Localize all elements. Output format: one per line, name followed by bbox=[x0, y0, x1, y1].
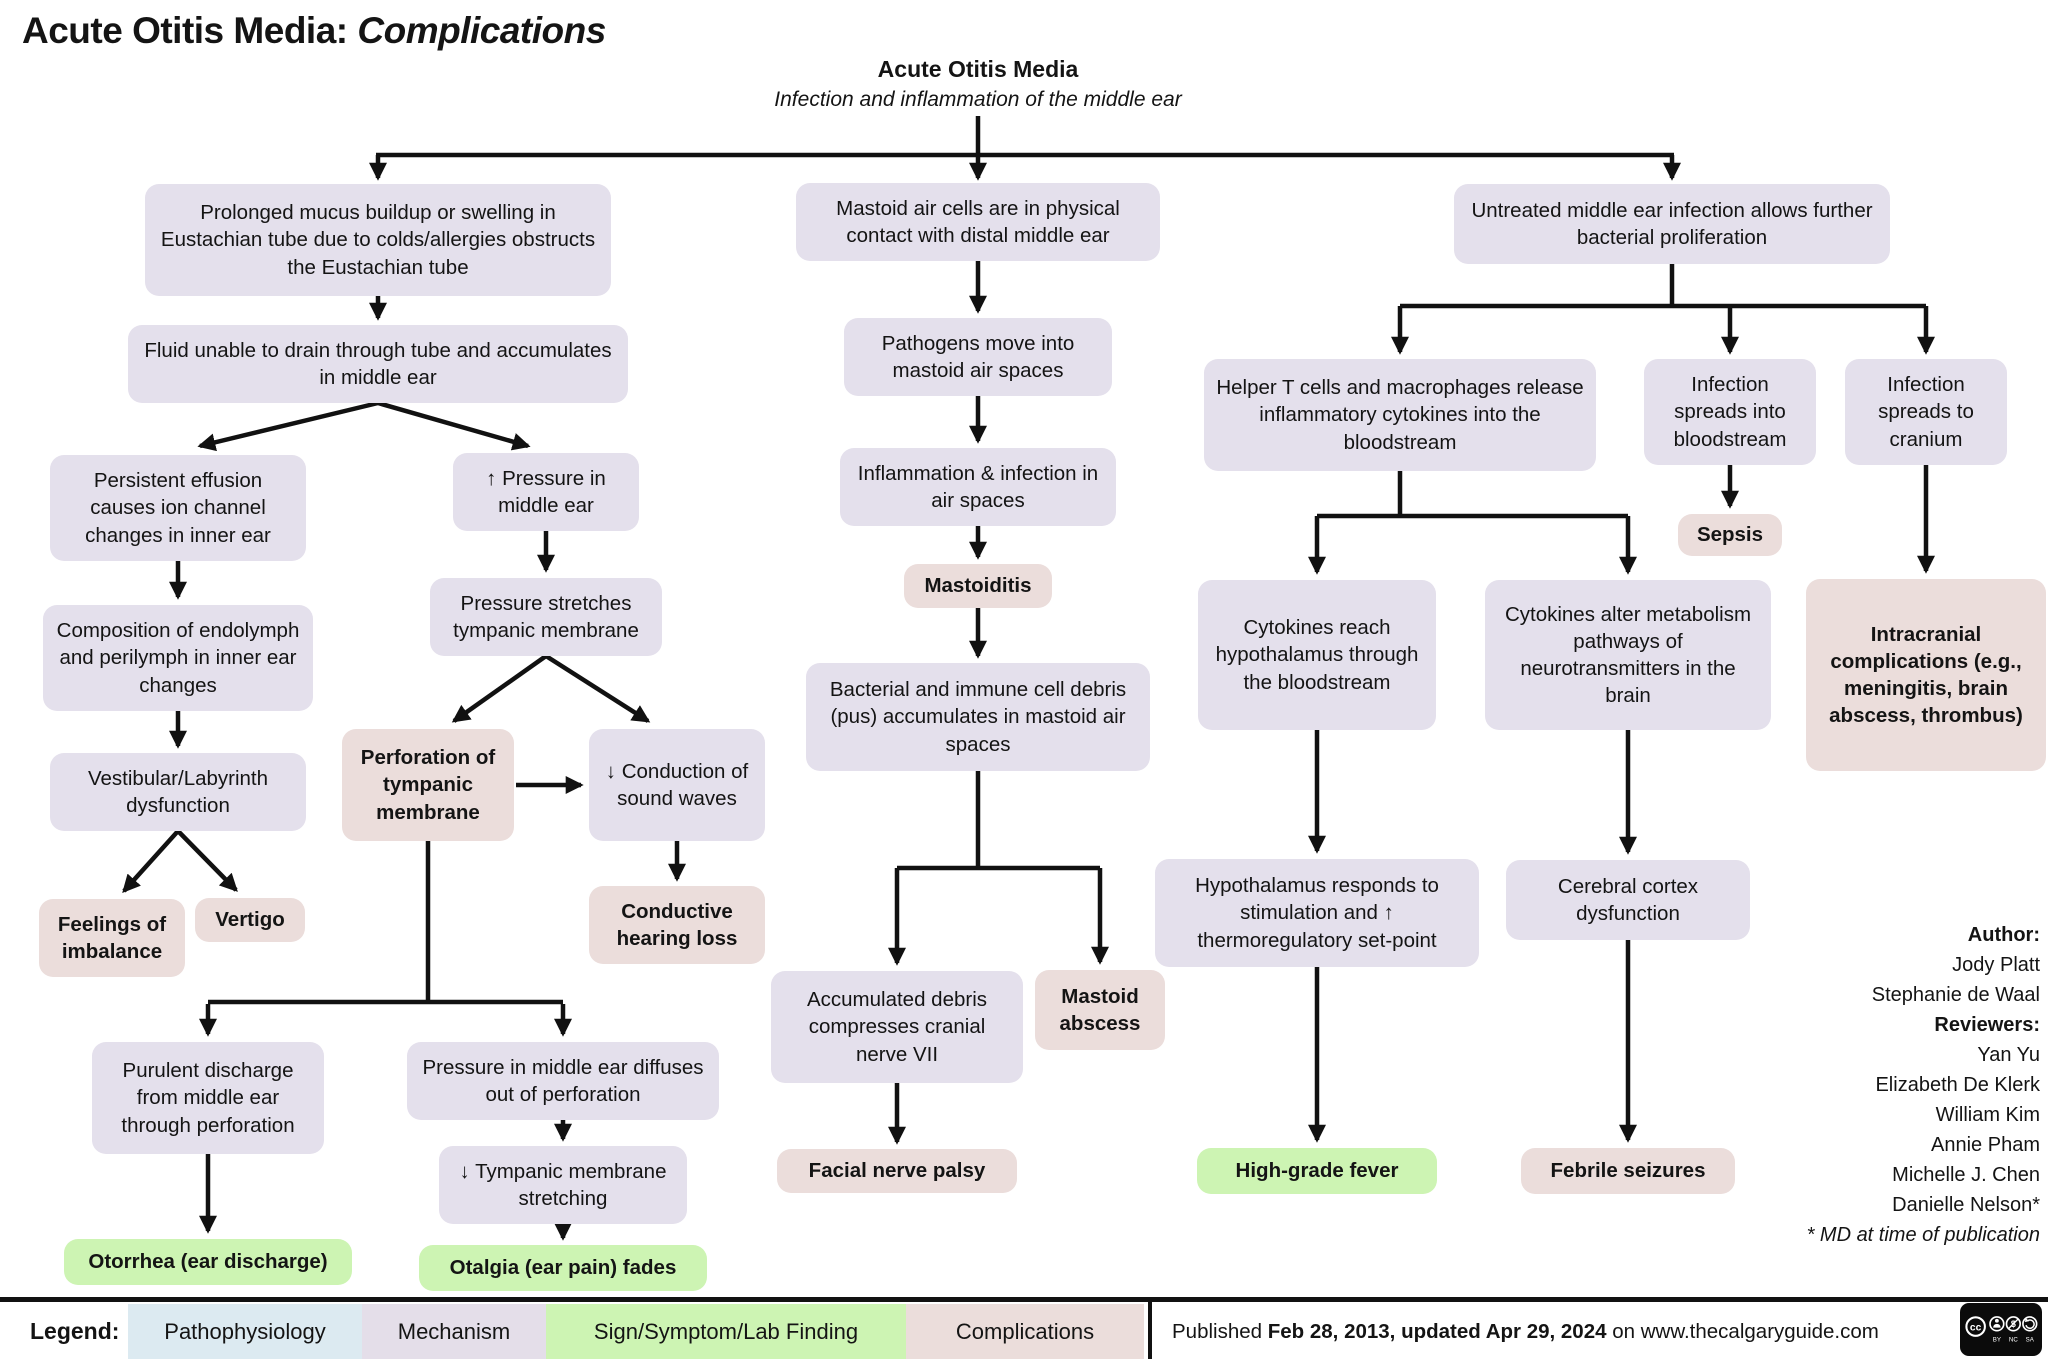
legend-item-mechanism: Mechanism bbox=[362, 1304, 546, 1359]
published-dates: Feb 28, 2013, updated Apr 29, 2024 bbox=[1267, 1320, 1607, 1343]
node-otorrhea: Otorrhea (ear discharge) bbox=[64, 1239, 352, 1285]
credits-reviewers-label: Reviewers: bbox=[1934, 1014, 2040, 1036]
cc-by-nc-sa-icon: cc $ BY NC SA bbox=[1965, 1315, 2038, 1343]
credit-line: Jody Platt bbox=[1952, 954, 2040, 976]
root-node-title: Acute Otitis Media bbox=[877, 56, 1079, 82]
published-prefix: Published bbox=[1172, 1320, 1268, 1343]
node-pus-accumulates: Bacterial and immune cell debris (pus) a… bbox=[806, 663, 1150, 771]
credit-line: William Kim bbox=[1935, 1104, 2040, 1126]
credit-line: Yan Yu bbox=[1977, 1044, 2040, 1066]
node-infection-spreads-bloodstream: Infection spreads into bloodstream bbox=[1644, 359, 1816, 465]
connector-group bbox=[122, 116, 1935, 1241]
node-persistent-effusion: Persistent effusion causes ion channel c… bbox=[50, 455, 306, 561]
node-inflammation-air-spaces: Inflammation & infection in air spaces bbox=[840, 448, 1116, 526]
svg-text:cc: cc bbox=[1970, 1322, 1982, 1333]
node-hypothalamus-responds: Hypothalamus responds to stimulation and… bbox=[1155, 859, 1479, 967]
page-title-emphasis: Complications bbox=[357, 10, 606, 51]
page-title-main: Acute Otitis Media: bbox=[22, 10, 348, 51]
node-febrile-seizures: Febrile seizures bbox=[1521, 1148, 1735, 1194]
node-sepsis: Sepsis bbox=[1678, 514, 1782, 556]
svg-text:NC: NC bbox=[2009, 1336, 2018, 1343]
node-mastoid-abscess: Mastoid abscess bbox=[1035, 970, 1165, 1050]
node-cytokines-reach-hypothalamus: Cytokines reach hypothalamus through the… bbox=[1198, 580, 1436, 730]
published-site: on www.thecalgaryguide.com bbox=[1606, 1320, 1879, 1343]
node-increased-pressure-middle-ear: ↑ Pressure in middle ear bbox=[453, 453, 639, 531]
node-decreased-membrane-stretching: ↓ Tympanic membrane stretching bbox=[439, 1146, 687, 1224]
node-untreated-infection: Untreated middle ear infection allows fu… bbox=[1454, 184, 1890, 264]
node-pressure-diffuses-out: Pressure in middle ear diffuses out of p… bbox=[407, 1042, 719, 1120]
legend-item-complications: Complications bbox=[906, 1304, 1144, 1359]
node-cytokines-alter-metabolism: Cytokines alter metabolism pathways of n… bbox=[1485, 580, 1771, 730]
node-high-grade-fever: High-grade fever bbox=[1197, 1148, 1437, 1194]
credit-line: Danielle Nelson* bbox=[1892, 1194, 2040, 1216]
node-vertigo: Vertigo bbox=[195, 898, 305, 942]
node-conductive-hearing-loss: Conductive hearing loss bbox=[589, 886, 765, 964]
root-node-subtitle: Infection and inflammation of the middle… bbox=[774, 88, 1182, 111]
node-mastoid-air-cells: Mastoid air cells are in physical contac… bbox=[796, 183, 1160, 261]
node-prolonged-mucus-buildup: Prolonged mucus buildup or swelling in E… bbox=[145, 184, 611, 296]
node-cerebral-cortex-dysfunction: Cerebral cortex dysfunction bbox=[1506, 860, 1750, 940]
credits: Author: Jody Platt Stephanie de Waal Rev… bbox=[1800, 920, 2040, 1250]
credits-author-label: Author: bbox=[1967, 924, 2040, 946]
node-mastoiditis: Mastoiditis bbox=[904, 564, 1052, 608]
legend-label: Legend: bbox=[30, 1318, 120, 1344]
node-helper-t-cells: Helper T cells and macrophages release i… bbox=[1204, 359, 1596, 471]
footer-divider bbox=[0, 1297, 2048, 1302]
node-endolymph-composition: Composition of endolymph and perilymph i… bbox=[43, 605, 313, 711]
published-note: Published Feb 28, 2013, updated Apr 29, … bbox=[1172, 1304, 1879, 1359]
node-facial-nerve-palsy: Facial nerve palsy bbox=[777, 1149, 1017, 1193]
node-pathogens-move: Pathogens move into mastoid air spaces bbox=[844, 318, 1112, 396]
node-intracranial-complications: Intracranial complications (e.g., mening… bbox=[1806, 579, 2046, 771]
cc-license-badge: cc $ BY NC SA bbox=[1960, 1303, 2042, 1356]
page-title: Acute Otitis Media: Complications bbox=[22, 10, 606, 52]
node-decreased-sound-conduction: ↓ Conduction of sound waves bbox=[589, 729, 765, 841]
node-debris-compresses-nerve: Accumulated debris compresses cranial ne… bbox=[771, 971, 1023, 1083]
legend-item-pathophysiology: Pathophysiology bbox=[128, 1304, 362, 1359]
svg-text:BY: BY bbox=[1993, 1336, 2001, 1343]
credits-md-note: * MD at time of publication bbox=[1806, 1224, 2040, 1246]
node-fluid-unable-to-drain: Fluid unable to drain through tube and a… bbox=[128, 325, 628, 403]
legend-item-sign-symptom-lab-finding: Sign/Symptom/Lab Finding bbox=[546, 1304, 906, 1359]
credit-line: Elizabeth De Klerk bbox=[1875, 1074, 2040, 1096]
node-purulent-discharge: Purulent discharge from middle ear throu… bbox=[92, 1042, 324, 1154]
credit-line: Michelle J. Chen bbox=[1892, 1164, 2040, 1186]
node-vestibular-dysfunction: Vestibular/Labyrinth dysfunction bbox=[50, 753, 306, 831]
node-infection-spreads-cranium: Infection spreads to cranium bbox=[1845, 359, 2007, 465]
node-otalgia-fades: Otalgia (ear pain) fades bbox=[419, 1245, 707, 1291]
node-pressure-stretches-membrane: Pressure stretches tympanic membrane bbox=[430, 578, 662, 656]
credit-line: Annie Pham bbox=[1931, 1134, 2040, 1156]
svg-text:SA: SA bbox=[2026, 1336, 2035, 1343]
credit-line: Stephanie de Waal bbox=[1871, 984, 2040, 1006]
node-perforation-tympanic-membrane: Perforation of tympanic membrane bbox=[342, 729, 514, 841]
node-feelings-of-imbalance: Feelings of imbalance bbox=[39, 899, 185, 977]
footer-separator bbox=[1148, 1297, 1152, 1359]
